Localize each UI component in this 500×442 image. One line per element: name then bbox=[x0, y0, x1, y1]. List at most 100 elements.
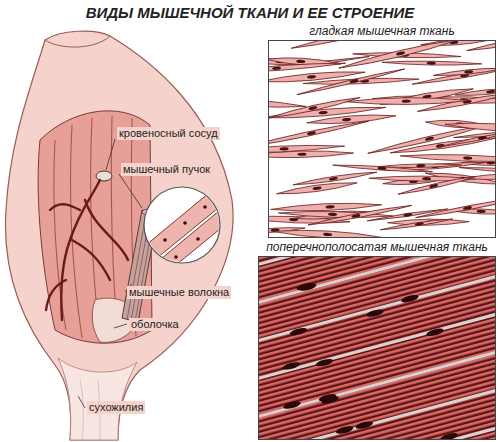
cell-nucleus bbox=[307, 75, 316, 79]
callout-label: мышечные волокна bbox=[127, 286, 231, 299]
cell-nucleus bbox=[329, 176, 338, 181]
cell-body bbox=[308, 203, 413, 227]
cell-body bbox=[466, 41, 496, 53]
cell-body bbox=[297, 67, 405, 96]
muscle-drawing-part bbox=[78, 396, 85, 408]
callout-label: мышечный пучок bbox=[121, 163, 212, 176]
smooth-muscle-cell bbox=[338, 41, 460, 71]
cell-nucleus bbox=[416, 164, 425, 167]
fiber-nucleus bbox=[282, 361, 301, 371]
cell-nucleus bbox=[463, 156, 472, 159]
smooth-muscle-cell bbox=[445, 121, 496, 134]
smooth-muscle-cell bbox=[463, 171, 496, 181]
smooth-muscle-cell bbox=[379, 163, 461, 168]
cell-nucleus bbox=[323, 233, 332, 237]
fiber-nucleus bbox=[298, 282, 317, 292]
fiber-border bbox=[259, 311, 496, 381]
panel-heading: поперечнополосатая мышечная ткань bbox=[258, 240, 496, 254]
cell-body bbox=[338, 41, 460, 71]
muscle-drawing-part bbox=[96, 171, 112, 181]
tissue-panel: поперечнополосатая мышечная ткань bbox=[258, 240, 496, 440]
cell-nucleus bbox=[319, 111, 328, 115]
tissue-view bbox=[258, 256, 496, 440]
cell-nucleus bbox=[328, 213, 337, 216]
fiber-nucleus bbox=[321, 395, 340, 405]
cell-nucleus bbox=[477, 210, 486, 214]
tissue-panel: гладкая мышечная ткань bbox=[268, 24, 496, 238]
callout-label: сухожилия bbox=[87, 401, 145, 414]
fiber-border bbox=[259, 387, 496, 440]
cell-nucleus bbox=[425, 136, 434, 141]
cell-nucleus bbox=[429, 183, 438, 188]
cell-body bbox=[273, 228, 383, 238]
cell-body bbox=[269, 97, 306, 110]
cell-nucleus bbox=[427, 61, 436, 64]
smooth-muscle-cell bbox=[269, 95, 361, 120]
smooth-muscle-cell bbox=[333, 163, 433, 173]
cell-nucleus bbox=[415, 222, 424, 226]
muscle-drawing-part bbox=[45, 36, 110, 47]
cell-body bbox=[269, 143, 345, 155]
cell-nucleus bbox=[349, 78, 358, 83]
cell-nucleus bbox=[297, 153, 306, 156]
cell-nucleus bbox=[495, 126, 496, 130]
smooth-muscle-cell bbox=[269, 69, 365, 85]
cell-body bbox=[400, 153, 496, 163]
cell-body bbox=[433, 66, 496, 77]
cell-body bbox=[382, 60, 482, 65]
cell-body bbox=[463, 171, 496, 181]
smooth-muscle-cell bbox=[400, 153, 496, 163]
smooth-muscle-cell bbox=[382, 60, 482, 65]
muscle-drawing-part bbox=[203, 205, 207, 209]
fiber-border bbox=[259, 425, 496, 440]
cell-nucleus bbox=[280, 147, 289, 151]
smooth-muscle-cell bbox=[466, 41, 496, 53]
smooth-muscle-cell bbox=[455, 87, 496, 97]
smooth-muscle-cell bbox=[397, 174, 476, 196]
smooth-muscle-cell bbox=[306, 238, 382, 239]
cell-nucleus bbox=[272, 66, 281, 70]
cell-nucleus bbox=[351, 214, 360, 219]
muscle-drawing-part bbox=[46, 180, 128, 320]
smooth-muscle-cell bbox=[345, 97, 470, 105]
cell-nucleus bbox=[296, 60, 305, 64]
cell-body bbox=[455, 87, 496, 97]
smooth-muscle-cell bbox=[415, 195, 496, 220]
cell-nucleus bbox=[463, 206, 472, 211]
cell-body bbox=[269, 119, 369, 149]
tissue-illustration bbox=[259, 257, 496, 440]
cell-body bbox=[397, 174, 476, 196]
muscle-drawing-part bbox=[150, 206, 236, 278]
cell-nucleus bbox=[308, 106, 317, 111]
cell-body bbox=[291, 41, 392, 51]
muscle-drawing-part bbox=[196, 237, 200, 241]
tissue-view bbox=[268, 40, 496, 238]
smooth-muscle-cell bbox=[276, 180, 357, 197]
callout-label: оболочка bbox=[129, 318, 181, 331]
cell-nucleus bbox=[478, 135, 487, 140]
cell-body bbox=[269, 69, 365, 85]
smooth-muscle-cell bbox=[269, 143, 345, 155]
cell-body bbox=[445, 121, 496, 134]
cell-body bbox=[412, 66, 496, 86]
cell-body bbox=[380, 217, 453, 231]
muscle-drawing-part bbox=[114, 324, 127, 328]
cell-body bbox=[459, 166, 496, 176]
smooth-muscle-cell bbox=[273, 228, 383, 238]
cell-nucleus bbox=[342, 118, 351, 122]
diagram-title: ВИДЫ МЫШЕЧНОЙ ТКАНИ И ЕЕ СТРОЕНИЕ bbox=[0, 4, 500, 21]
cell-nucleus bbox=[326, 205, 335, 209]
fiber-border bbox=[259, 349, 496, 419]
muscle-drawing-part bbox=[58, 358, 137, 440]
muscle-drawing-part bbox=[119, 174, 142, 208]
cell-nucleus bbox=[312, 186, 321, 190]
smooth-muscle-cell bbox=[269, 61, 346, 75]
fiber-nucleus bbox=[289, 326, 308, 336]
muscle-drawing-part bbox=[140, 188, 236, 278]
cell-nucleus bbox=[396, 51, 405, 56]
muscle-drawing-part bbox=[163, 238, 167, 242]
cell-nucleus bbox=[464, 70, 473, 74]
smooth-muscle-cell bbox=[291, 41, 392, 51]
fiber-nucleus bbox=[440, 432, 459, 440]
cell-body bbox=[415, 195, 496, 220]
